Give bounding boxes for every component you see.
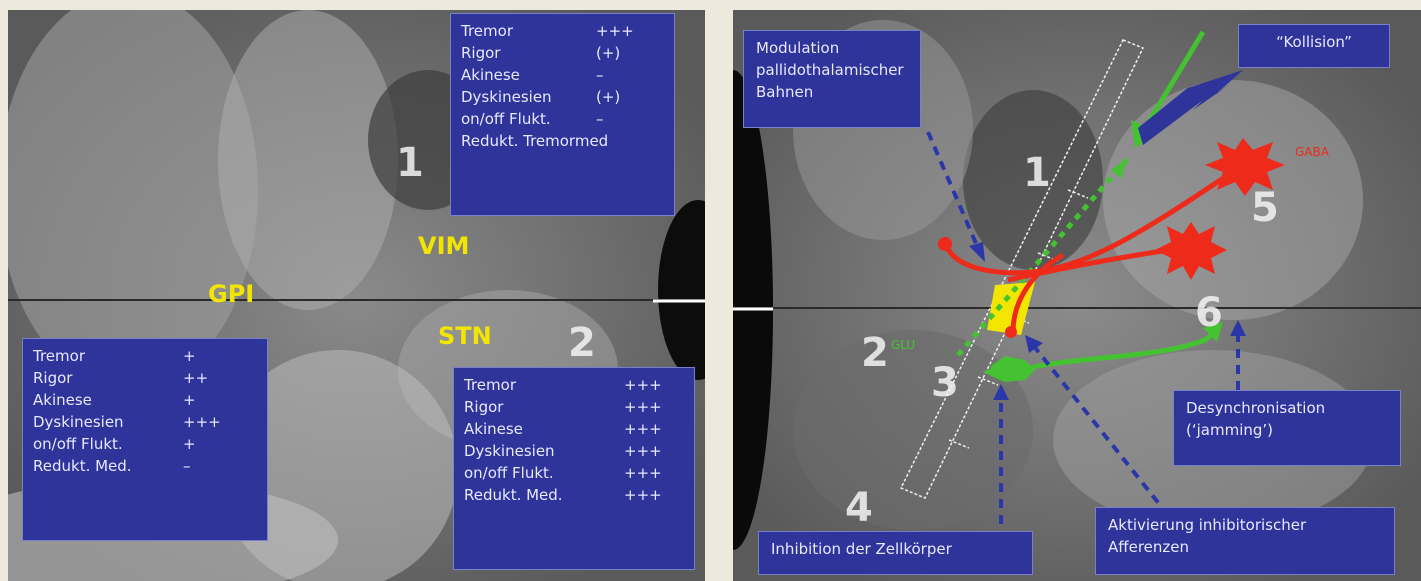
row-tremor: Tremor+++ bbox=[461, 20, 664, 42]
blue-arrowhead-modulation bbox=[969, 242, 985, 262]
right-mri-panel: 1 2 3 4 5 6 GABA GLU Modulation pallidot… bbox=[733, 10, 1421, 581]
blue-arrowhead-aktivierung bbox=[1025, 335, 1043, 353]
row-rigor: Rigor+++ bbox=[464, 396, 684, 418]
label-aktivierung: Aktivierung inhibitorischer Afferenzen bbox=[1095, 507, 1395, 575]
number-6: 6 bbox=[1195, 290, 1223, 336]
row-akinese: Akinese+++ bbox=[464, 418, 684, 440]
row-akinese: Akinese– bbox=[461, 64, 664, 86]
number-1: 1 bbox=[396, 140, 424, 186]
lightning-bolt-icon bbox=[1138, 70, 1243, 145]
row-dyskinesien: Dyskinesien(+) bbox=[461, 86, 664, 108]
row-redukt: Redukt. Tremormed bbox=[461, 130, 664, 152]
row-redukt: Redukt. Med.– bbox=[33, 455, 257, 477]
green-pathway-desync bbox=[1011, 328, 1218, 372]
number-3: 3 bbox=[931, 360, 959, 406]
row-akinese: Akinese+ bbox=[33, 389, 257, 411]
box-gpi-effects: Tremor+ Rigor++ Akinese+ Dyskinesien+++ … bbox=[22, 338, 268, 541]
label-glu: GLU bbox=[891, 338, 915, 352]
number-1: 1 bbox=[1023, 150, 1051, 196]
left-mri-panel: 1 2 VIM GPI STN Tremor+++ Rigor(+) Akine… bbox=[8, 10, 705, 581]
red-neuron-star-2 bbox=[1155, 222, 1227, 280]
row-dyskinesien: Dyskinesien+++ bbox=[464, 440, 684, 462]
row-tremor: Tremor+ bbox=[33, 345, 257, 367]
row-rigor: Rigor(+) bbox=[461, 42, 664, 64]
label-vim: VIM bbox=[418, 232, 469, 260]
row-redukt: Redukt. Med.+++ bbox=[464, 484, 684, 506]
blue-arrowhead-inhibition bbox=[993, 384, 1009, 400]
number-2: 2 bbox=[861, 330, 889, 376]
label-gpi: GPI bbox=[208, 280, 254, 308]
label-desynchronisation: Desynchronisation (‘jamming’) bbox=[1173, 390, 1401, 466]
number-2: 2 bbox=[568, 320, 596, 366]
row-dyskinesien: Dyskinesien+++ bbox=[33, 411, 257, 433]
label-modulation: Modulation pallidothalamischer Bahnen bbox=[743, 30, 921, 128]
label-stn: STN bbox=[438, 322, 492, 350]
blue-arrowhead-desync bbox=[1230, 320, 1246, 336]
row-onoff: on/off Flukt.+++ bbox=[464, 462, 684, 484]
electrode-outline bbox=[901, 40, 1143, 498]
box-stn-effects: Tremor+++ Rigor+++ Akinese+++ Dyskinesie… bbox=[453, 367, 695, 570]
row-rigor: Rigor++ bbox=[33, 367, 257, 389]
red-endpoint bbox=[938, 237, 952, 251]
green-arrowhead-dotted bbox=[1111, 158, 1128, 178]
red-endpoint-2 bbox=[1005, 326, 1017, 338]
label-gaba: GABA bbox=[1295, 145, 1329, 159]
label-kollision: “Kollision” bbox=[1238, 24, 1390, 68]
number-4: 4 bbox=[845, 485, 873, 531]
row-onoff: on/off Flukt.+ bbox=[33, 433, 257, 455]
row-tremor: Tremor+++ bbox=[464, 374, 684, 396]
number-5: 5 bbox=[1251, 185, 1279, 231]
box-vim-effects: Tremor+++ Rigor(+) Akinese– Dyskinesien(… bbox=[450, 13, 675, 216]
row-onoff: on/off Flukt.– bbox=[461, 108, 664, 130]
label-inhibition: Inhibition der Zellkörper bbox=[758, 531, 1033, 575]
